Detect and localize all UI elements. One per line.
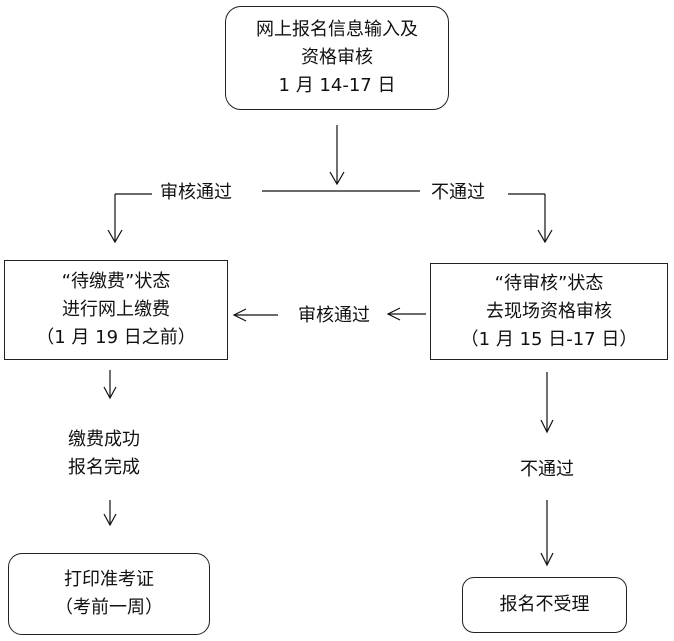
node-line: 报名完成 [68,457,140,478]
node-line: 报名不受理 [499,594,590,615]
arrowhead [103,513,117,527]
edge-label-not-approved: 不通过 [431,182,485,203]
node-payment-done: 缴费成功 报名完成 [68,426,140,482]
arrowhead [103,386,117,400]
node-line: （1 月 15 日-17 日） [460,328,638,350]
arrow-payment-to-done [103,370,117,400]
arrowhead [540,419,554,434]
arrowhead [329,171,345,186]
node-line: 1 月 14-17 日 [278,75,396,96]
arrowhead [107,229,123,244]
arrow-apply-to-split [329,125,345,186]
edge-label-approved: 审核通过 [160,182,232,203]
node-line: （考前一周） [55,597,163,618]
node-print-admission-ticket: 打印准考证 （考前一周） [8,553,210,635]
arrow-done-to-print [103,500,117,527]
arrow-review-to-not-approved [540,372,554,434]
node-line: 去现场资格审核 [486,300,612,322]
node-pending-review: “待审核”状态 去现场资格审核 （1 月 15 日-17 日） [430,263,668,360]
node-line: 缴费成功 [68,429,140,450]
node-line: 打印准考证 [64,569,154,590]
arrowhead [232,308,247,322]
node-line: “待审核”状态 [494,272,604,294]
node-line: 网上报名信息输入及 [256,19,418,40]
arrow-split-to-pending-payment [107,193,152,244]
arrow-not-approved-to-rejected [540,500,554,567]
node-line: 资格审核 [301,47,373,68]
node-apply-and-review: 网上报名信息输入及 资格审核 1 月 14-17 日 [225,6,449,110]
edge-label-approved-onsite: 审核通过 [298,305,370,326]
arrowhead [537,229,553,244]
arrowhead [540,552,554,567]
arrow-split-to-pending-review [508,193,553,244]
arrow-review-to-payment-right [386,307,426,321]
arrow-review-to-payment-left [232,308,278,322]
edge-label-not-approved-onsite: 不通过 [520,459,574,480]
node-pending-payment: “待缴费”状态 进行网上缴费 （1 月 19 日之前） [4,260,228,360]
node-registration-rejected: 报名不受理 [462,577,627,633]
node-line: （1 月 19 日之前） [36,327,196,348]
arrowhead [386,307,401,321]
node-line: 进行网上缴费 [62,299,170,320]
node-line: “待缴费”状态 [61,271,171,292]
